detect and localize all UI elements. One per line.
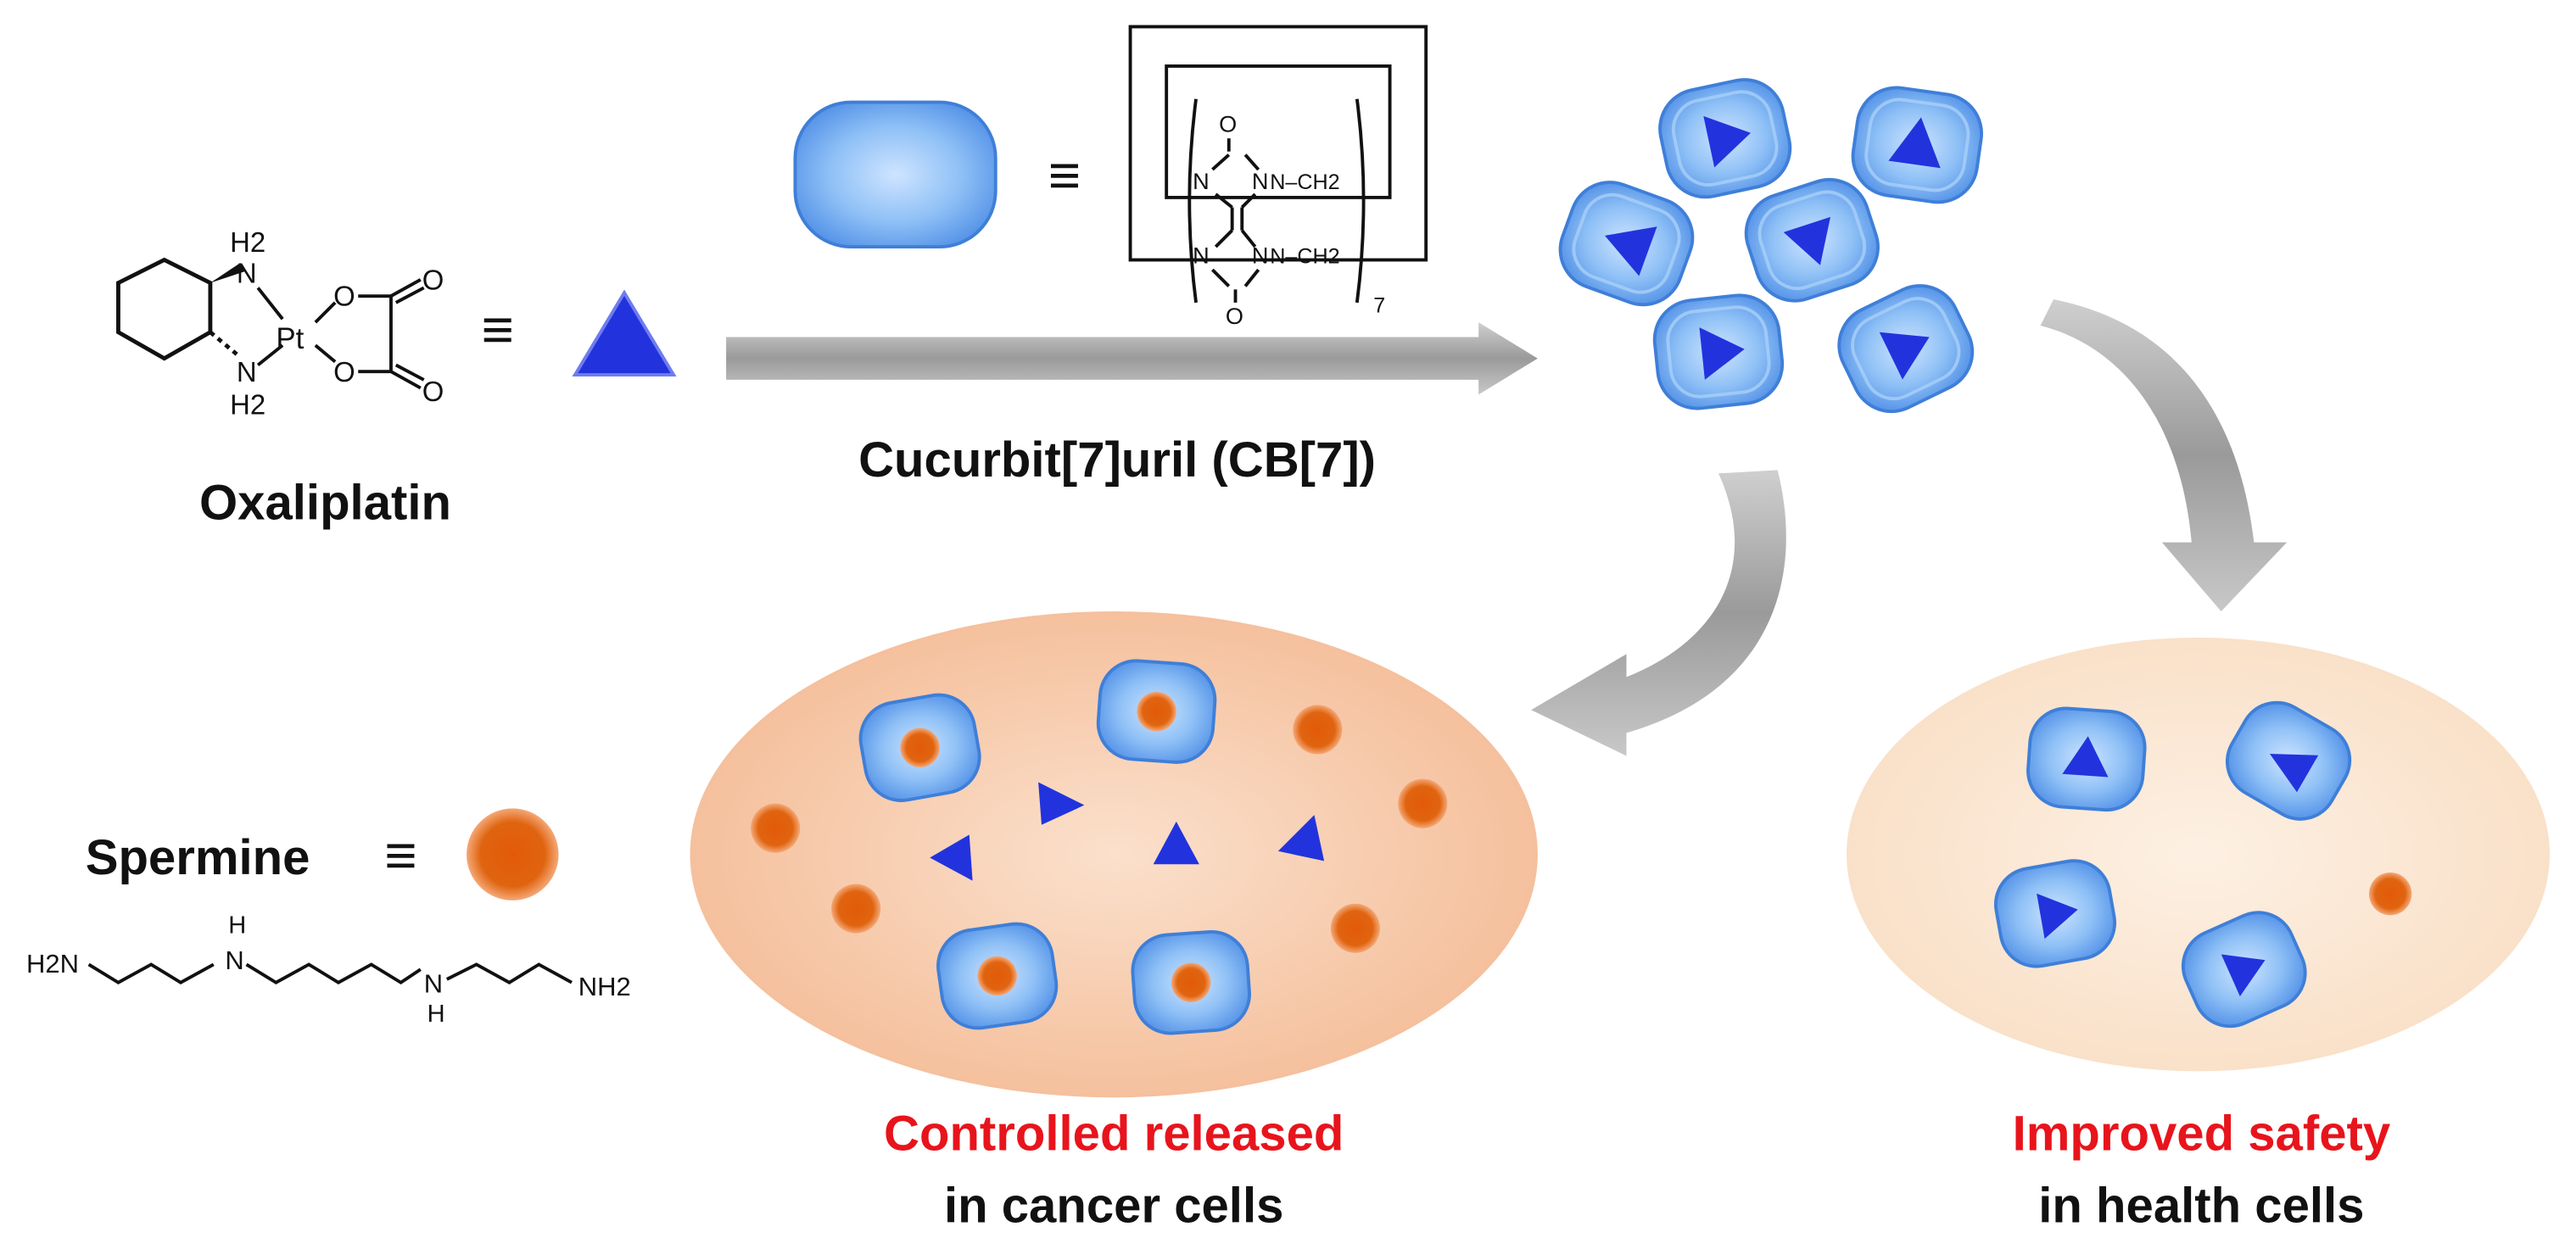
cb7-drug-complex — [1547, 169, 1706, 318]
spermine-nh1-h: H — [228, 912, 246, 940]
equiv-symbol-oxaliplatin: ≡ — [482, 298, 514, 360]
health-cell-contents — [1988, 688, 2412, 1040]
spermine-h2n: H2N — [26, 949, 79, 979]
equiv-symbol-cb7: ≡ — [1048, 143, 1081, 206]
cancer-caption-line1: Controlled released — [884, 1106, 1344, 1161]
spermine-structure: H2N H N N H NH2 — [26, 912, 631, 1029]
cancer-cell-contents — [751, 656, 1448, 1038]
free-drug-triangle — [1277, 815, 1325, 861]
health-caption-line2: in health cells — [2038, 1179, 2364, 1234]
oxaliplatin-o3: O — [422, 264, 444, 295]
cb7-drug-complex — [1651, 70, 1799, 206]
spermine-nh2-h: H — [427, 1001, 445, 1028]
oxaliplatin-h2-top: H2 — [230, 226, 265, 258]
complexation-arrow — [726, 322, 1538, 395]
cb7-drug-complex — [1846, 81, 1989, 209]
oxaliplatin-o4: O — [422, 376, 444, 407]
spermine-dot — [1293, 705, 1343, 755]
cb7-drug-complex — [1824, 270, 1987, 427]
spermine-dot — [751, 803, 801, 853]
cb7-drug-complex — [2212, 688, 2365, 834]
release-arrow-cancer — [1531, 470, 1786, 756]
spermine-dot-icon — [467, 808, 559, 901]
oxaliplatin-n-bottom: N — [237, 356, 257, 388]
spermine-dot — [1398, 778, 1448, 828]
free-drug-triangle — [1038, 782, 1085, 825]
cb7-label: Cucurbit[7]uril (CB[7]) — [858, 432, 1376, 488]
drug-triangle-icon — [572, 289, 677, 377]
spermine-nh2-n: N — [424, 968, 443, 998]
cb7-spermine-complex — [931, 917, 1063, 1034]
oxaliplatin-n-top: N — [237, 258, 257, 289]
oxaliplatin-o2: O — [333, 356, 355, 388]
cb7-structure: O N N N N N–CH2 N–CH2 O 7 — [1128, 25, 1428, 329]
spermine-dot — [831, 884, 881, 934]
spermine-nh1-n: N — [225, 945, 243, 975]
cb7-drug-complex — [2024, 704, 2149, 814]
cb7-subscript: 7 — [1373, 293, 1385, 317]
cb7-drug-complex — [2170, 899, 2319, 1040]
oxaliplatin-o1: O — [333, 281, 355, 312]
spermine-nh2-end: NH2 — [578, 972, 631, 1001]
cb7-ch2-top: N–CH2 — [1270, 170, 1339, 194]
spermine-dot — [2368, 872, 2412, 916]
safety-arrow-health — [2040, 299, 2288, 612]
spermine-label: Spermine — [86, 830, 310, 885]
cb7-spermine-complex — [1093, 656, 1220, 767]
cb7-n3: N — [1193, 242, 1210, 268]
oxaliplatin-structure: H2 N N H2 Pt O O O O — [116, 226, 444, 421]
health-caption-line1: Improved safety — [2013, 1106, 2391, 1161]
cb7-n1: N — [1193, 168, 1210, 194]
oxaliplatin-h2-bottom: H2 — [230, 389, 265, 421]
free-drug-triangle — [930, 834, 973, 881]
cb7-n2: N — [1252, 168, 1269, 194]
cb7-ch2-bottom: N–CH2 — [1270, 244, 1339, 268]
cb7-drug-complex — [1649, 289, 1788, 415]
cb7-drug-complex — [1734, 167, 1891, 313]
cb7-spermine-complex — [852, 687, 987, 808]
complex-cluster — [1547, 70, 1989, 427]
cancer-caption-line2: in cancer cells — [944, 1179, 1283, 1234]
cb7-o-top: O — [1219, 110, 1237, 137]
free-drug-triangle — [1153, 821, 1199, 865]
cb7-capsule-icon — [793, 100, 997, 248]
spermine-dot — [1330, 903, 1380, 953]
oxaliplatin-label: Oxaliplatin — [199, 476, 451, 531]
cb7-n4: N — [1252, 242, 1269, 268]
oxaliplatin-pt: Pt — [276, 322, 304, 355]
equiv-symbol-spermine: ≡ — [384, 823, 416, 886]
cb7-drug-complex — [1988, 853, 2122, 974]
cb7-spermine-complex — [1128, 928, 1254, 1038]
cb7-o-bottom: O — [1226, 303, 1243, 329]
